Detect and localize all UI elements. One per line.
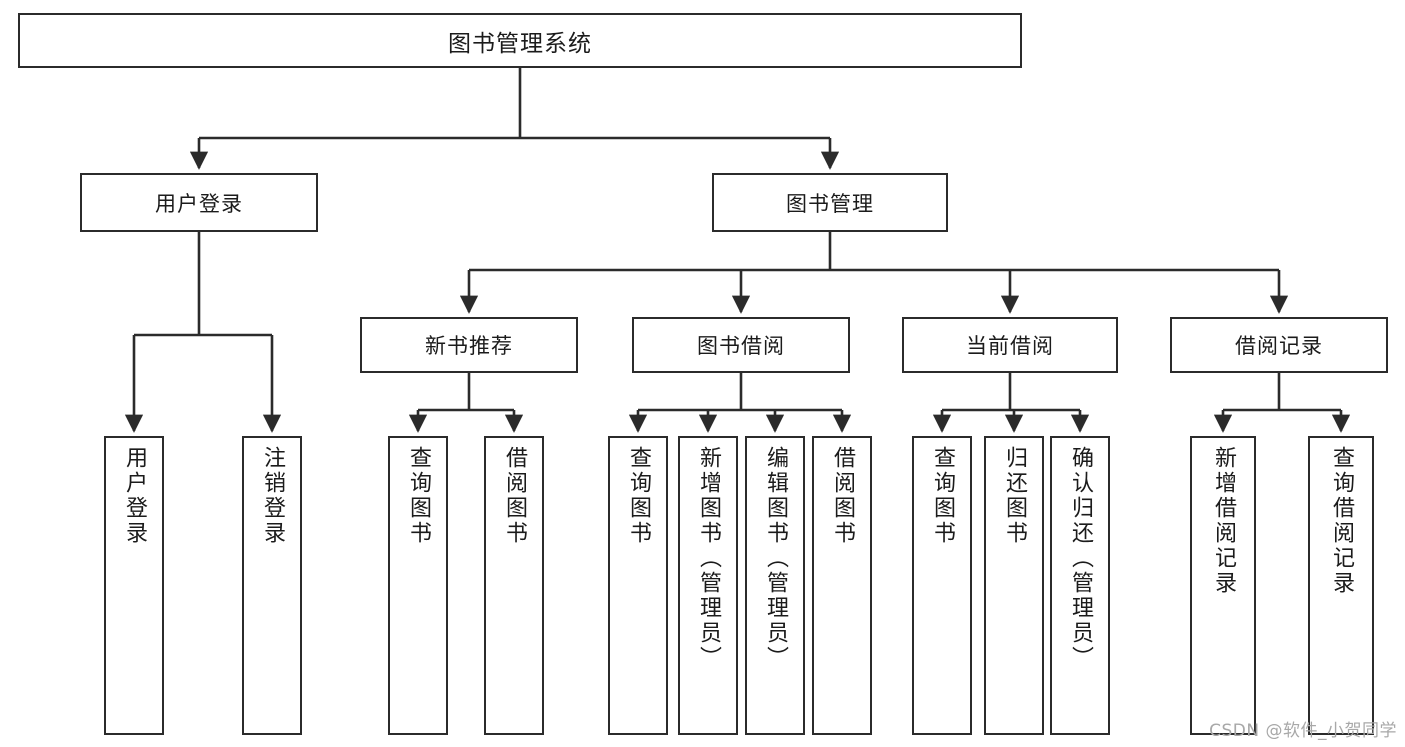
node-book-borrow-label: 图书借阅 <box>697 334 785 358</box>
leaf-add-book-admin[interactable]: 新增图书（管理员） <box>678 436 738 735</box>
leaf-query-book-borrow-label: 查询图书 <box>626 446 651 546</box>
leaf-borrow-book-recommend-label: 借阅图书 <box>502 446 527 546</box>
node-user-login-label: 用户登录 <box>155 191 243 216</box>
leaf-add-borrow-record[interactable]: 新增借阅记录 <box>1190 436 1256 735</box>
leaf-borrow-book[interactable]: 借阅图书 <box>812 436 872 735</box>
leaf-logout[interactable]: 注销登录 <box>242 436 302 735</box>
leaf-query-book-current-label: 查询图书 <box>930 446 955 546</box>
leaf-query-book-borrow[interactable]: 查询图书 <box>608 436 668 735</box>
leaf-query-borrow-record-label: 查询借阅记录 <box>1329 446 1354 596</box>
node-borrow-record[interactable]: 借阅记录 <box>1170 317 1388 373</box>
leaf-confirm-return-admin[interactable]: 确认归还（管理员） <box>1050 436 1110 735</box>
node-root[interactable]: 图书管理系统 <box>18 13 1022 68</box>
leaf-query-book-current[interactable]: 查询图书 <box>912 436 972 735</box>
node-current-borrow-label: 当前借阅 <box>966 334 1054 358</box>
leaf-return-book[interactable]: 归还图书 <box>984 436 1044 735</box>
node-user-login[interactable]: 用户登录 <box>80 173 318 232</box>
node-book-management-label: 图书管理 <box>786 191 874 216</box>
leaf-user-login[interactable]: 用户登录 <box>104 436 164 735</box>
leaf-edit-book-admin-label: 编辑图书（管理员） <box>763 446 788 671</box>
leaf-add-book-admin-label: 新增图书（管理员） <box>696 446 721 671</box>
node-current-borrow[interactable]: 当前借阅 <box>902 317 1118 373</box>
leaf-query-book-recommend-label: 查询图书 <box>406 446 431 546</box>
node-new-book-recommend[interactable]: 新书推荐 <box>360 317 578 373</box>
node-new-book-recommend-label: 新书推荐 <box>425 334 513 358</box>
leaf-borrow-book-label: 借阅图书 <box>830 446 855 546</box>
leaf-confirm-return-admin-label: 确认归还（管理员） <box>1068 446 1093 671</box>
leaf-logout-label: 注销登录 <box>260 446 285 546</box>
node-book-management[interactable]: 图书管理 <box>712 173 948 232</box>
node-borrow-record-label: 借阅记录 <box>1235 334 1323 358</box>
node-book-borrow[interactable]: 图书借阅 <box>632 317 850 373</box>
leaf-query-borrow-record[interactable]: 查询借阅记录 <box>1308 436 1374 735</box>
leaf-borrow-book-recommend[interactable]: 借阅图书 <box>484 436 544 735</box>
leaf-return-book-label: 归还图书 <box>1002 446 1027 546</box>
leaf-edit-book-admin[interactable]: 编辑图书（管理员） <box>745 436 805 735</box>
node-root-label: 图书管理系统 <box>448 30 592 57</box>
csdn-watermark: CSDN @软件_小贺同学 <box>1209 721 1397 741</box>
leaf-add-borrow-record-label: 新增借阅记录 <box>1211 446 1236 596</box>
leaf-query-book-recommend[interactable]: 查询图书 <box>388 436 448 735</box>
leaf-user-login-label: 用户登录 <box>122 446 147 546</box>
